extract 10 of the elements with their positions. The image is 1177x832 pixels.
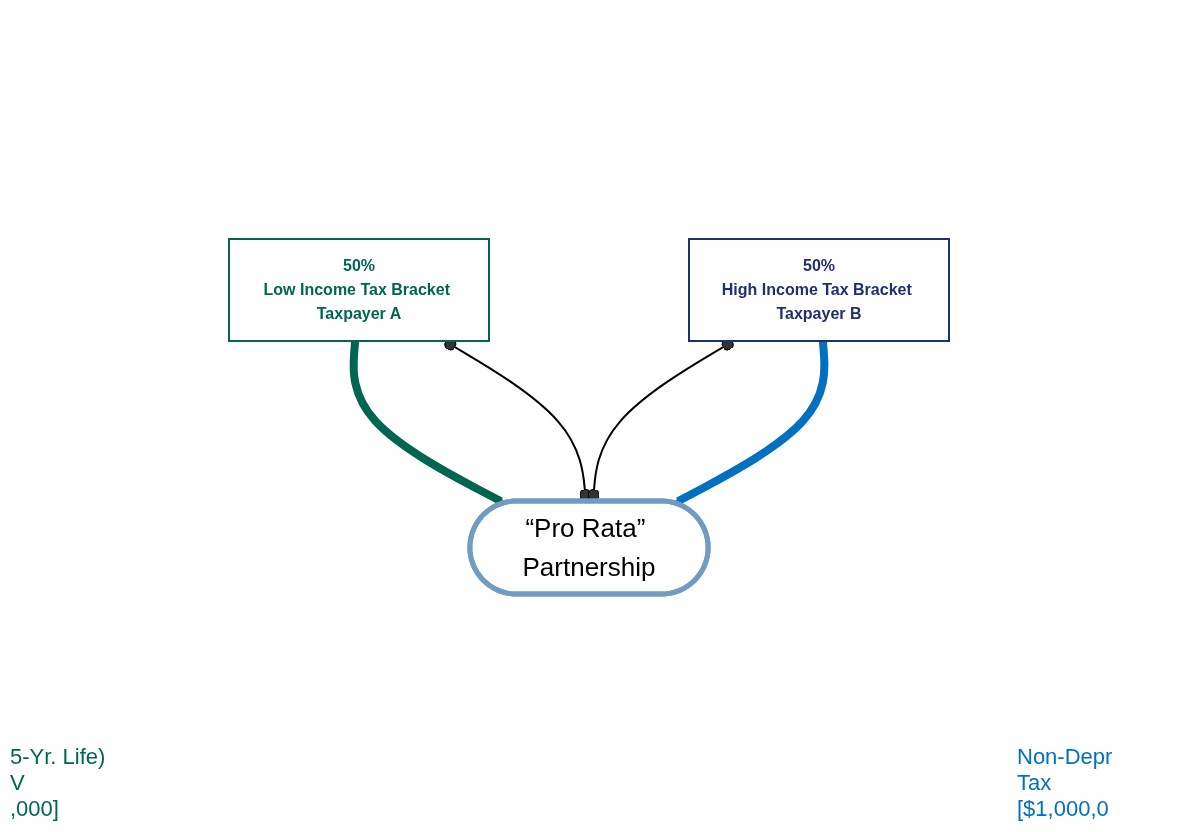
node-box: 50% High Income Tax Bracket Taxpayer B (687, 237, 950, 342)
arrow (673, 340, 828, 505)
node-box: 50% Low Income Tax Bracket Taxpayer A (227, 237, 490, 342)
asset-label: 5-Yr. Life) (10, 744, 107, 770)
asset-label: [$1,000,0 (1017, 796, 1110, 822)
asset-label: V (10, 770, 26, 796)
arrow (349, 340, 505, 505)
asset-label: ,000] (10, 796, 60, 822)
asset-label: Tax (1017, 770, 1053, 796)
asset-label: Non-Depr (1017, 744, 1114, 770)
